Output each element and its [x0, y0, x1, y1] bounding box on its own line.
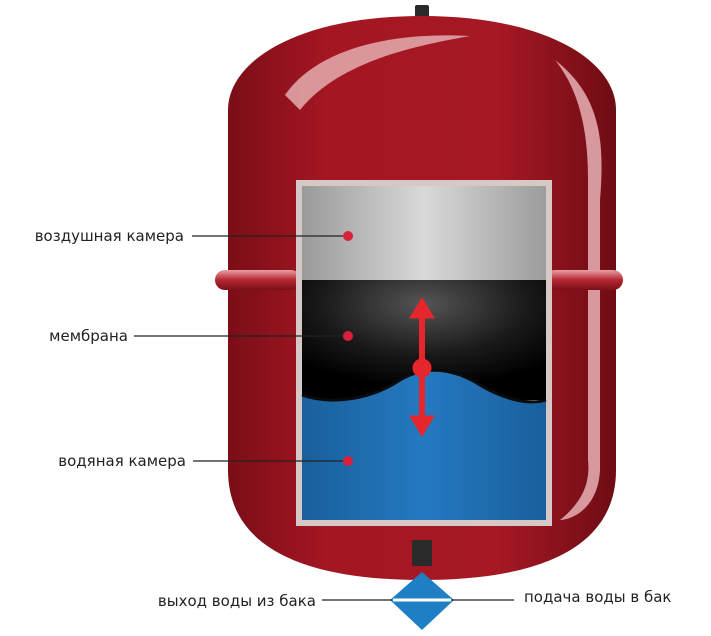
- tank-highlight-right: [555, 60, 602, 520]
- bottom-fitting: [412, 540, 432, 566]
- diamond-fitting-icon: [390, 572, 454, 630]
- membrane-line: [301, 368, 547, 404]
- pipe-right: [545, 270, 623, 290]
- double-arrow-vertical-icon: [409, 297, 435, 437]
- air-chamber-area: [302, 186, 546, 280]
- water-chamber-dot: [343, 456, 353, 466]
- label-water-outlet: выход воды из бака: [157, 592, 316, 610]
- membrane-dot: [343, 331, 353, 341]
- tank-highlight-top: [285, 35, 470, 111]
- air-chamber-dot: [343, 231, 353, 241]
- label-water-chamber: водяная камера: [58, 452, 186, 470]
- label-air-chamber: воздушная камера: [34, 227, 184, 245]
- label-membrane: мембрана: [49, 327, 128, 345]
- water-chamber-area: [302, 370, 546, 520]
- pipe-left: [215, 270, 301, 290]
- label-water-inlet: подача воды в бак: [524, 588, 672, 606]
